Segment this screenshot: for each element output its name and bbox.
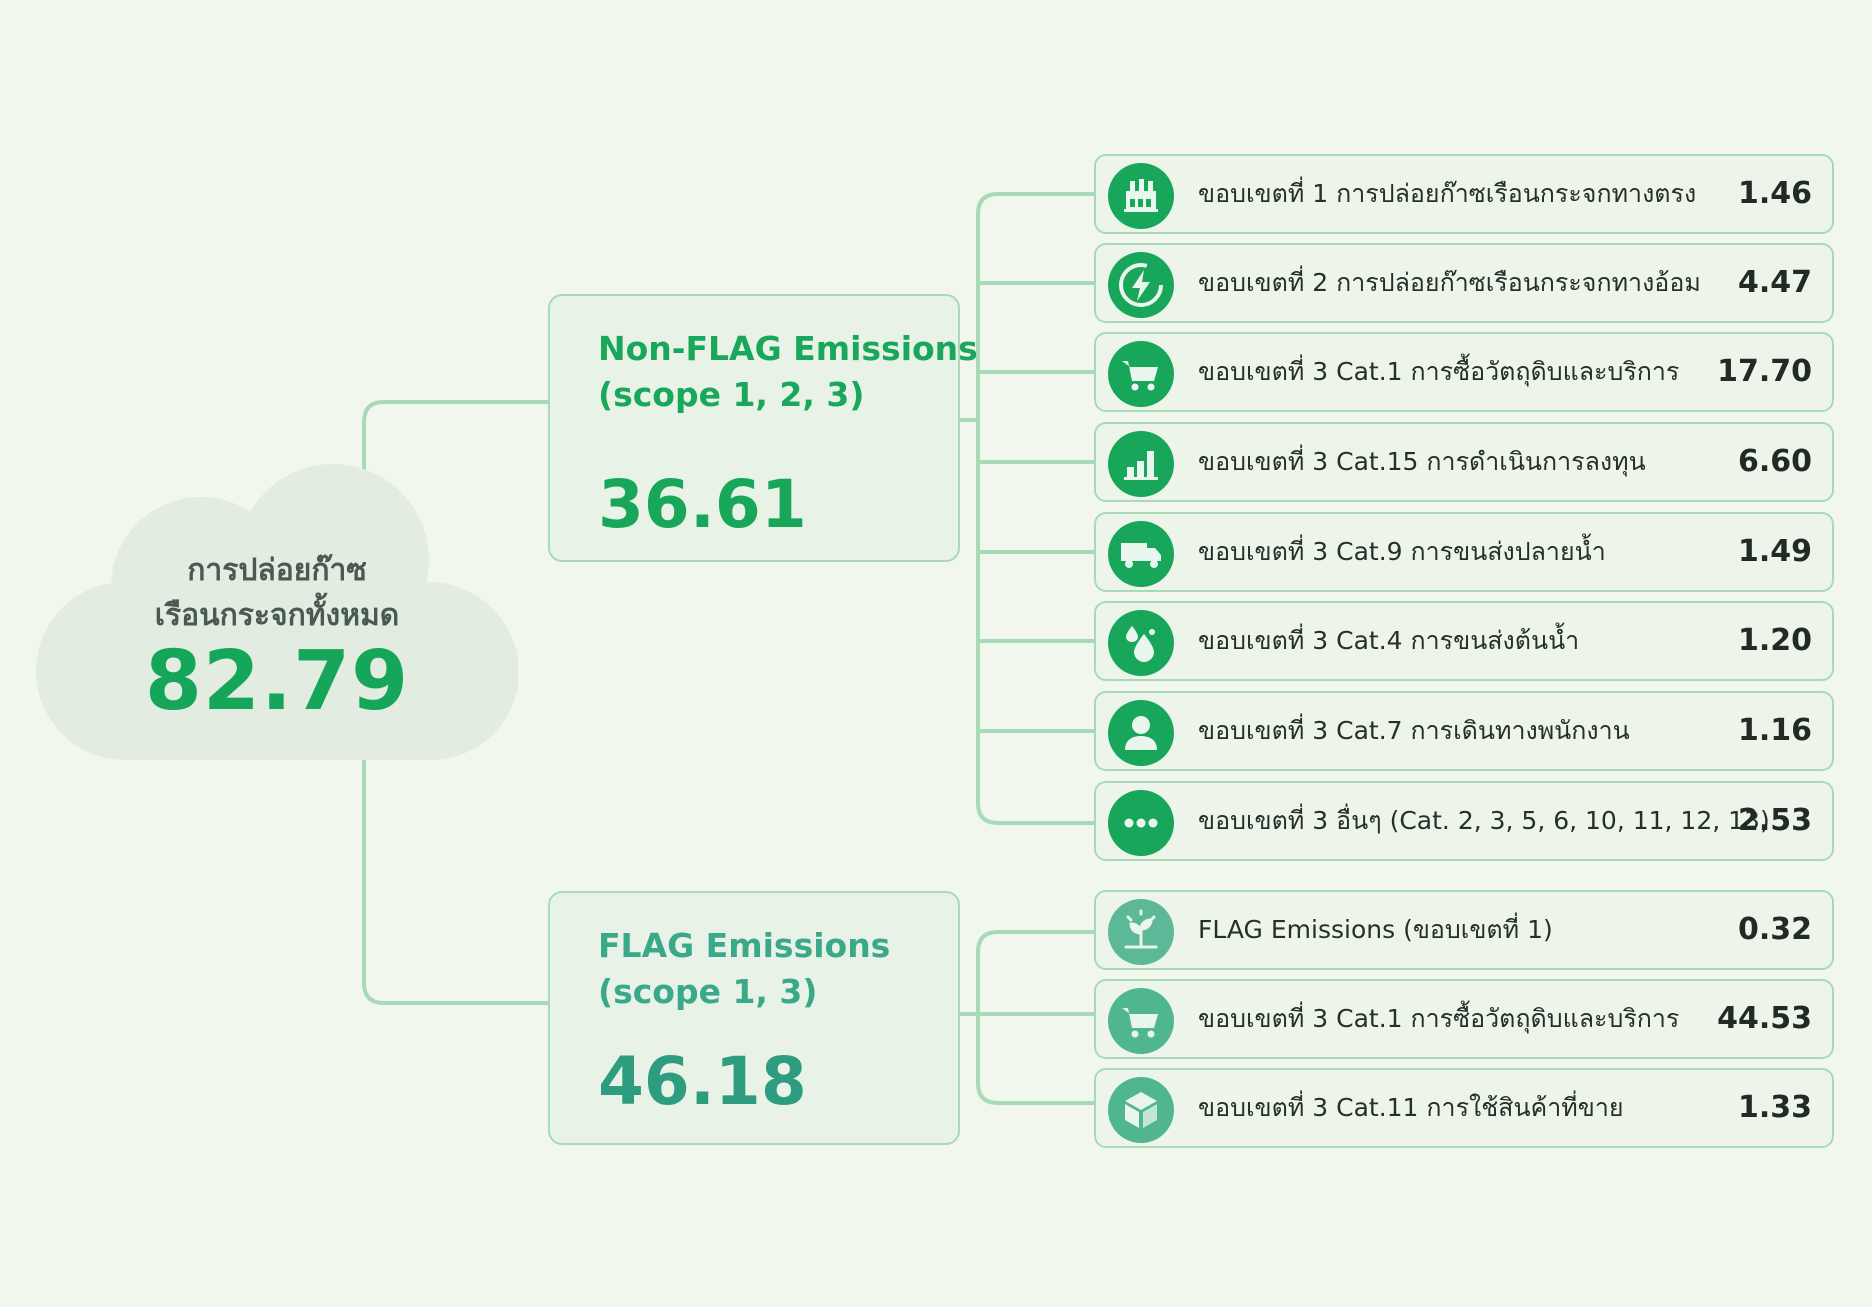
item-value: 2.53 bbox=[1737, 803, 1812, 838]
total-title-line1: การปล่อยก๊าซ bbox=[187, 553, 367, 588]
item-row-scope3-cat9: ขอบเขตที่ 3 Cat.9 การขนส่งปลายน้ำ 1.49 bbox=[1094, 512, 1834, 592]
group-flag-title-line2: (scope 1, 3) bbox=[598, 972, 818, 1011]
total-title-line2: เรือนกระจกทั้งหมด bbox=[154, 598, 400, 633]
item-value: 6.60 bbox=[1737, 444, 1812, 479]
group-flag-value: 46.18 bbox=[598, 1043, 807, 1120]
total-value: 82.79 bbox=[144, 634, 410, 729]
item-row-flag-scope3-cat1: ขอบเขตที่ 3 Cat.1 การซื้อวัตถุดิบและบริก… bbox=[1094, 979, 1834, 1059]
item-value: 4.47 bbox=[1737, 265, 1812, 300]
item-row-scope3-cat15: ขอบเขตที่ 3 Cat.15 การดำเนินการลงทุน 6.6… bbox=[1094, 422, 1834, 502]
package-box-icon bbox=[1108, 1077, 1174, 1143]
item-value: 1.33 bbox=[1737, 1090, 1812, 1125]
item-value: 44.53 bbox=[1717, 1001, 1812, 1036]
item-label: ขอบเขตที่ 1 การปล่อยก๊าซเรือนกระจกทางตรง bbox=[1198, 179, 1697, 208]
item-row-scope3-other: ขอบเขตที่ 3 อื่นๆ (Cat. 2, 3, 5, 6, 10, … bbox=[1094, 781, 1834, 861]
lightning-icon bbox=[1108, 252, 1174, 318]
item-value: 1.20 bbox=[1737, 623, 1812, 658]
item-label: ขอบเขตที่ 3 Cat.15 การดำเนินการลงทุน bbox=[1198, 447, 1646, 476]
more-dots-icon bbox=[1108, 790, 1174, 856]
group-flag-title-line1: FLAG Emissions bbox=[598, 926, 891, 965]
item-label: ขอบเขตที่ 3 Cat.4 การขนส่งต้นน้ำ bbox=[1198, 626, 1580, 655]
item-label: ขอบเขตที่ 3 Cat.7 การเดินทางพนักงาน bbox=[1198, 716, 1630, 745]
item-value: 1.16 bbox=[1737, 713, 1812, 748]
item-label: ขอบเขตที่ 3 Cat.11 การใช้สินค้าที่ขาย bbox=[1198, 1093, 1624, 1122]
item-value: 0.32 bbox=[1737, 912, 1812, 947]
total-emissions-cloud: การปล่อยก๊าซ เรือนกระจกทั้งหมด 82.79 bbox=[36, 462, 518, 762]
group-nonflag-title: Non-FLAG Emissions (scope 1, 2, 3) bbox=[598, 326, 978, 418]
item-value: 1.49 bbox=[1737, 534, 1812, 569]
group-flag-title: FLAG Emissions (scope 1, 3) bbox=[598, 923, 890, 1015]
item-value: 17.70 bbox=[1717, 354, 1812, 389]
person-icon bbox=[1108, 700, 1174, 766]
item-row-flag-scope3-cat11: ขอบเขตที่ 3 Cat.11 การใช้สินค้าที่ขาย 1.… bbox=[1094, 1068, 1834, 1148]
group-nonflag-title-line1: Non-FLAG Emissions bbox=[598, 329, 978, 368]
sprout-icon bbox=[1108, 899, 1174, 965]
item-label: FLAG Emissions (ขอบเขตที่ 1) bbox=[1198, 915, 1553, 944]
item-row-scope3-cat4: ขอบเขตที่ 3 Cat.4 การขนส่งต้นน้ำ 1.20 bbox=[1094, 601, 1834, 681]
truck-icon bbox=[1108, 521, 1174, 587]
shopping-cart-icon bbox=[1108, 341, 1174, 407]
item-label: ขอบเขตที่ 3 Cat.9 การขนส่งปลายน้ำ bbox=[1198, 537, 1606, 566]
item-value: 1.46 bbox=[1737, 176, 1812, 211]
item-row-flag-scope1: FLAG Emissions (ขอบเขตที่ 1) 0.32 bbox=[1094, 890, 1834, 970]
item-label: ขอบเขตที่ 3 Cat.1 การซื้อวัตถุดิบและบริก… bbox=[1198, 357, 1680, 386]
group-flag-box: FLAG Emissions (scope 1, 3) 46.18 bbox=[548, 891, 960, 1145]
shopping-cart-icon bbox=[1108, 988, 1174, 1054]
group-nonflag-title-line2: (scope 1, 2, 3) bbox=[598, 375, 865, 414]
item-label: ขอบเขตที่ 3 Cat.1 การซื้อวัตถุดิบและบริก… bbox=[1198, 1004, 1680, 1033]
group-nonflag-value: 36.61 bbox=[598, 466, 807, 543]
item-row-scope2-indirect: ขอบเขตที่ 2 การปล่อยก๊าซเรือนกระจกทางอ้อ… bbox=[1094, 243, 1834, 323]
cloud-shape bbox=[36, 464, 518, 760]
factory-icon bbox=[1108, 163, 1174, 229]
bar-chart-icon bbox=[1108, 431, 1174, 497]
water-drops-icon bbox=[1108, 610, 1174, 676]
item-row-scope3-cat1: ขอบเขตที่ 3 Cat.1 การซื้อวัตถุดิบและบริก… bbox=[1094, 332, 1834, 412]
item-row-scope3-cat7: ขอบเขตที่ 3 Cat.7 การเดินทางพนักงาน 1.16 bbox=[1094, 691, 1834, 771]
item-label: ขอบเขตที่ 3 อื่นๆ (Cat. 2, 3, 5, 6, 10, … bbox=[1198, 806, 1770, 835]
group-nonflag-box: Non-FLAG Emissions (scope 1, 2, 3) 36.61 bbox=[548, 294, 978, 562]
item-row-scope1-direct: ขอบเขตที่ 1 การปล่อยก๊าซเรือนกระจกทางตรง… bbox=[1094, 154, 1834, 234]
item-label: ขอบเขตที่ 2 การปล่อยก๊าซเรือนกระจกทางอ้อ… bbox=[1198, 268, 1701, 297]
